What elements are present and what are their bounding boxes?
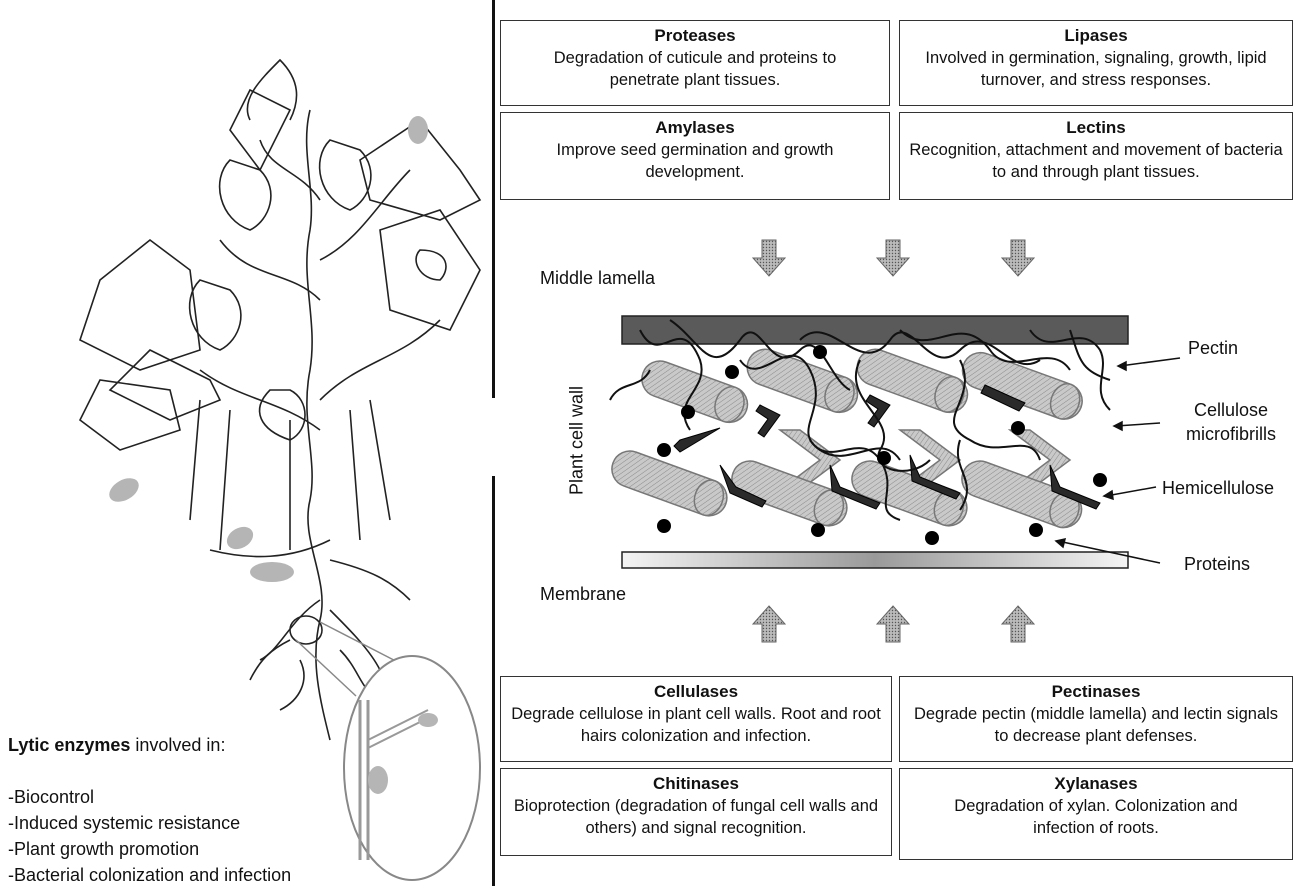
lytic-item: -Plant growth promotion	[8, 836, 291, 862]
plant-illustration	[80, 60, 480, 740]
proteins-label: Proteins	[1184, 554, 1250, 575]
down-arrow-icon	[753, 240, 1034, 276]
lytic-heading-bold: Lytic enzymes	[8, 735, 130, 755]
cellulose-text: Cellulose microfibrills	[1186, 400, 1276, 444]
bacteria-icon	[105, 116, 428, 582]
root-zoom-inset	[296, 622, 480, 880]
pectin-label: Pectin	[1188, 338, 1238, 359]
middle-lamella-label: Middle lamella	[540, 268, 655, 289]
plant-cell-wall-label: Plant cell wall	[567, 366, 588, 516]
cellulose-microfibrils	[607, 344, 1087, 532]
lytic-heading-rest: involved in:	[130, 735, 225, 755]
hemicellulose-label: Hemicellulose	[1162, 478, 1274, 499]
lytic-enzymes-list: Lytic enzymes involved in: -Biocontrol -…	[8, 732, 291, 888]
up-arrow-icon	[753, 606, 1034, 642]
lytic-item: -Induced systemic resistance	[8, 810, 291, 836]
membrane-label: Membrane	[540, 584, 626, 605]
lytic-item: -Bacterial colonization and infection	[8, 862, 291, 888]
membrane-bar	[622, 552, 1128, 568]
lytic-item: -Biocontrol	[8, 784, 291, 810]
middle-lamella-bar	[622, 316, 1128, 344]
lytic-heading: Lytic enzymes involved in:	[8, 732, 291, 758]
cellulose-label: Cellulose microfibrills	[1176, 398, 1286, 446]
